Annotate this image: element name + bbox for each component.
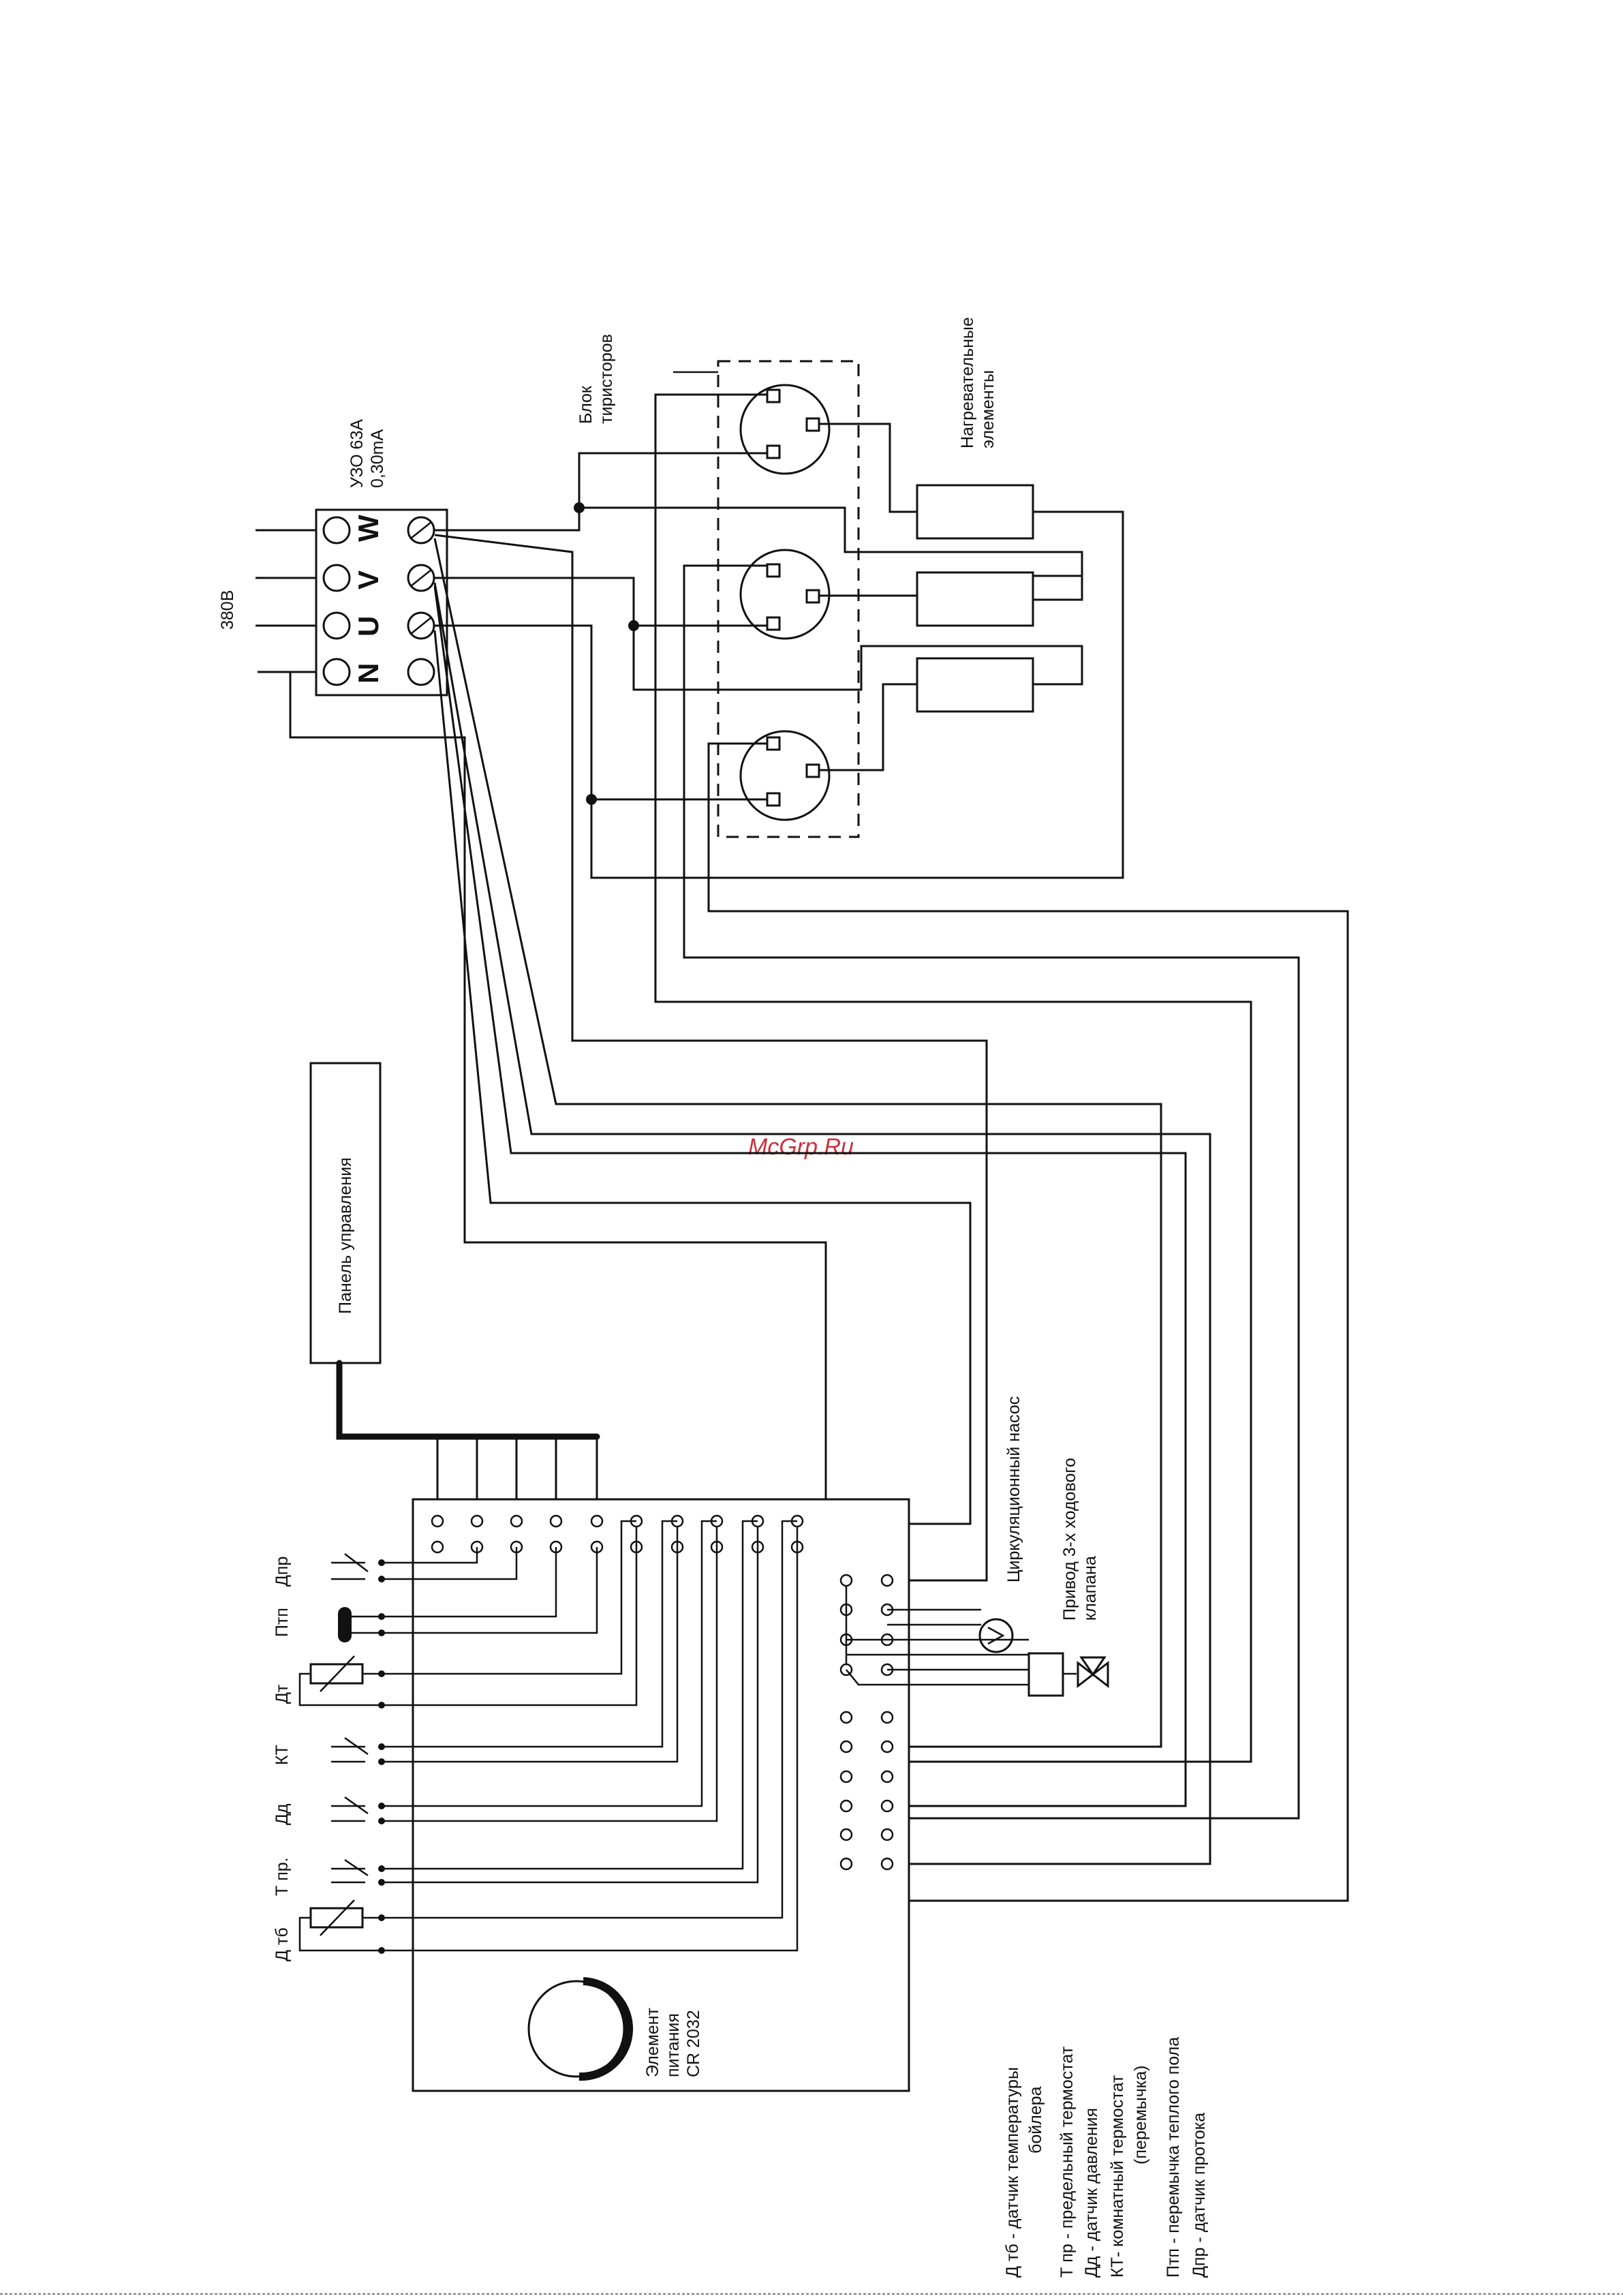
watermark: McGrp.Ru [748,1134,854,1160]
battery-icon [527,1977,633,2081]
phase-n-label: N [352,663,384,684]
thyristor-block [717,360,860,838]
rcd-block [315,508,448,697]
valve-drive-label: Привод 3-х ходового клапана [1060,1453,1100,1621]
sensor-label-dt: Дт [273,1684,292,1704]
thyristor-block-label: Блок тиристоров [576,334,616,424]
phase-v-label: V [352,570,384,590]
control-panel-label: Панель управления [336,1157,355,1314]
sensor-label-tpr: Т пр. [273,1857,292,1896]
sensor-label-dd: Дд [273,1803,292,1825]
phase-u-label: U [352,616,384,637]
legend-line-8: Дпр - датчик протока [1190,2113,1209,2278]
legend-line-5: КТ- комнатный термостат [1108,2075,1127,2278]
legend: Д тб - датчик температуры бойлера Т пр -… [1003,2037,1209,2278]
sensor-label-kt: КТ [273,1745,292,1765]
rcd-label: УЗО 63А 0,30mA [347,414,387,488]
heating-elements [916,484,1034,713]
controller-board [412,1498,910,2092]
heating-elements-label: Нагревательные элементы [958,312,998,448]
sensor-label-dpr: Дпр [273,1557,292,1587]
pump-valve-wiring [846,1608,1077,1686]
circulation-pump-icon [978,1618,1014,1653]
valve-actuator-icon [1027,1652,1064,1697]
input-lines [256,529,318,673]
sensor-wiring [345,1520,799,1952]
input-voltage-label: 380В [218,590,237,630]
legend-line-6: (перемычка) [1131,2066,1150,2164]
legend-line-7: Птп - перемычка теплого пола [1164,2037,1183,2278]
legend-line-1: Д тб - датчик температуры [1003,2067,1022,2278]
phase-w-label: W [352,515,384,542]
legend-line-4: Дд - датчик давления [1082,2108,1101,2278]
sensor-label-ptp: Птп [273,1608,292,1637]
three-way-valve-icon [1077,1656,1109,1689]
sensor-symbols [298,1553,385,1954]
legend-line-2: бойлера [1026,2086,1045,2154]
ptp-jumper-icon [338,1607,352,1642]
sensor-label-dtb: Д тб [273,1927,292,1961]
battery-label: Элемент питанияCR 2032 [643,2003,703,2077]
circ-pump-label: Циркуляционный насос [1004,1396,1023,1582]
power-wiring [435,423,1124,879]
legend-line-3: Т пр - предельный термостат [1057,2046,1077,2278]
